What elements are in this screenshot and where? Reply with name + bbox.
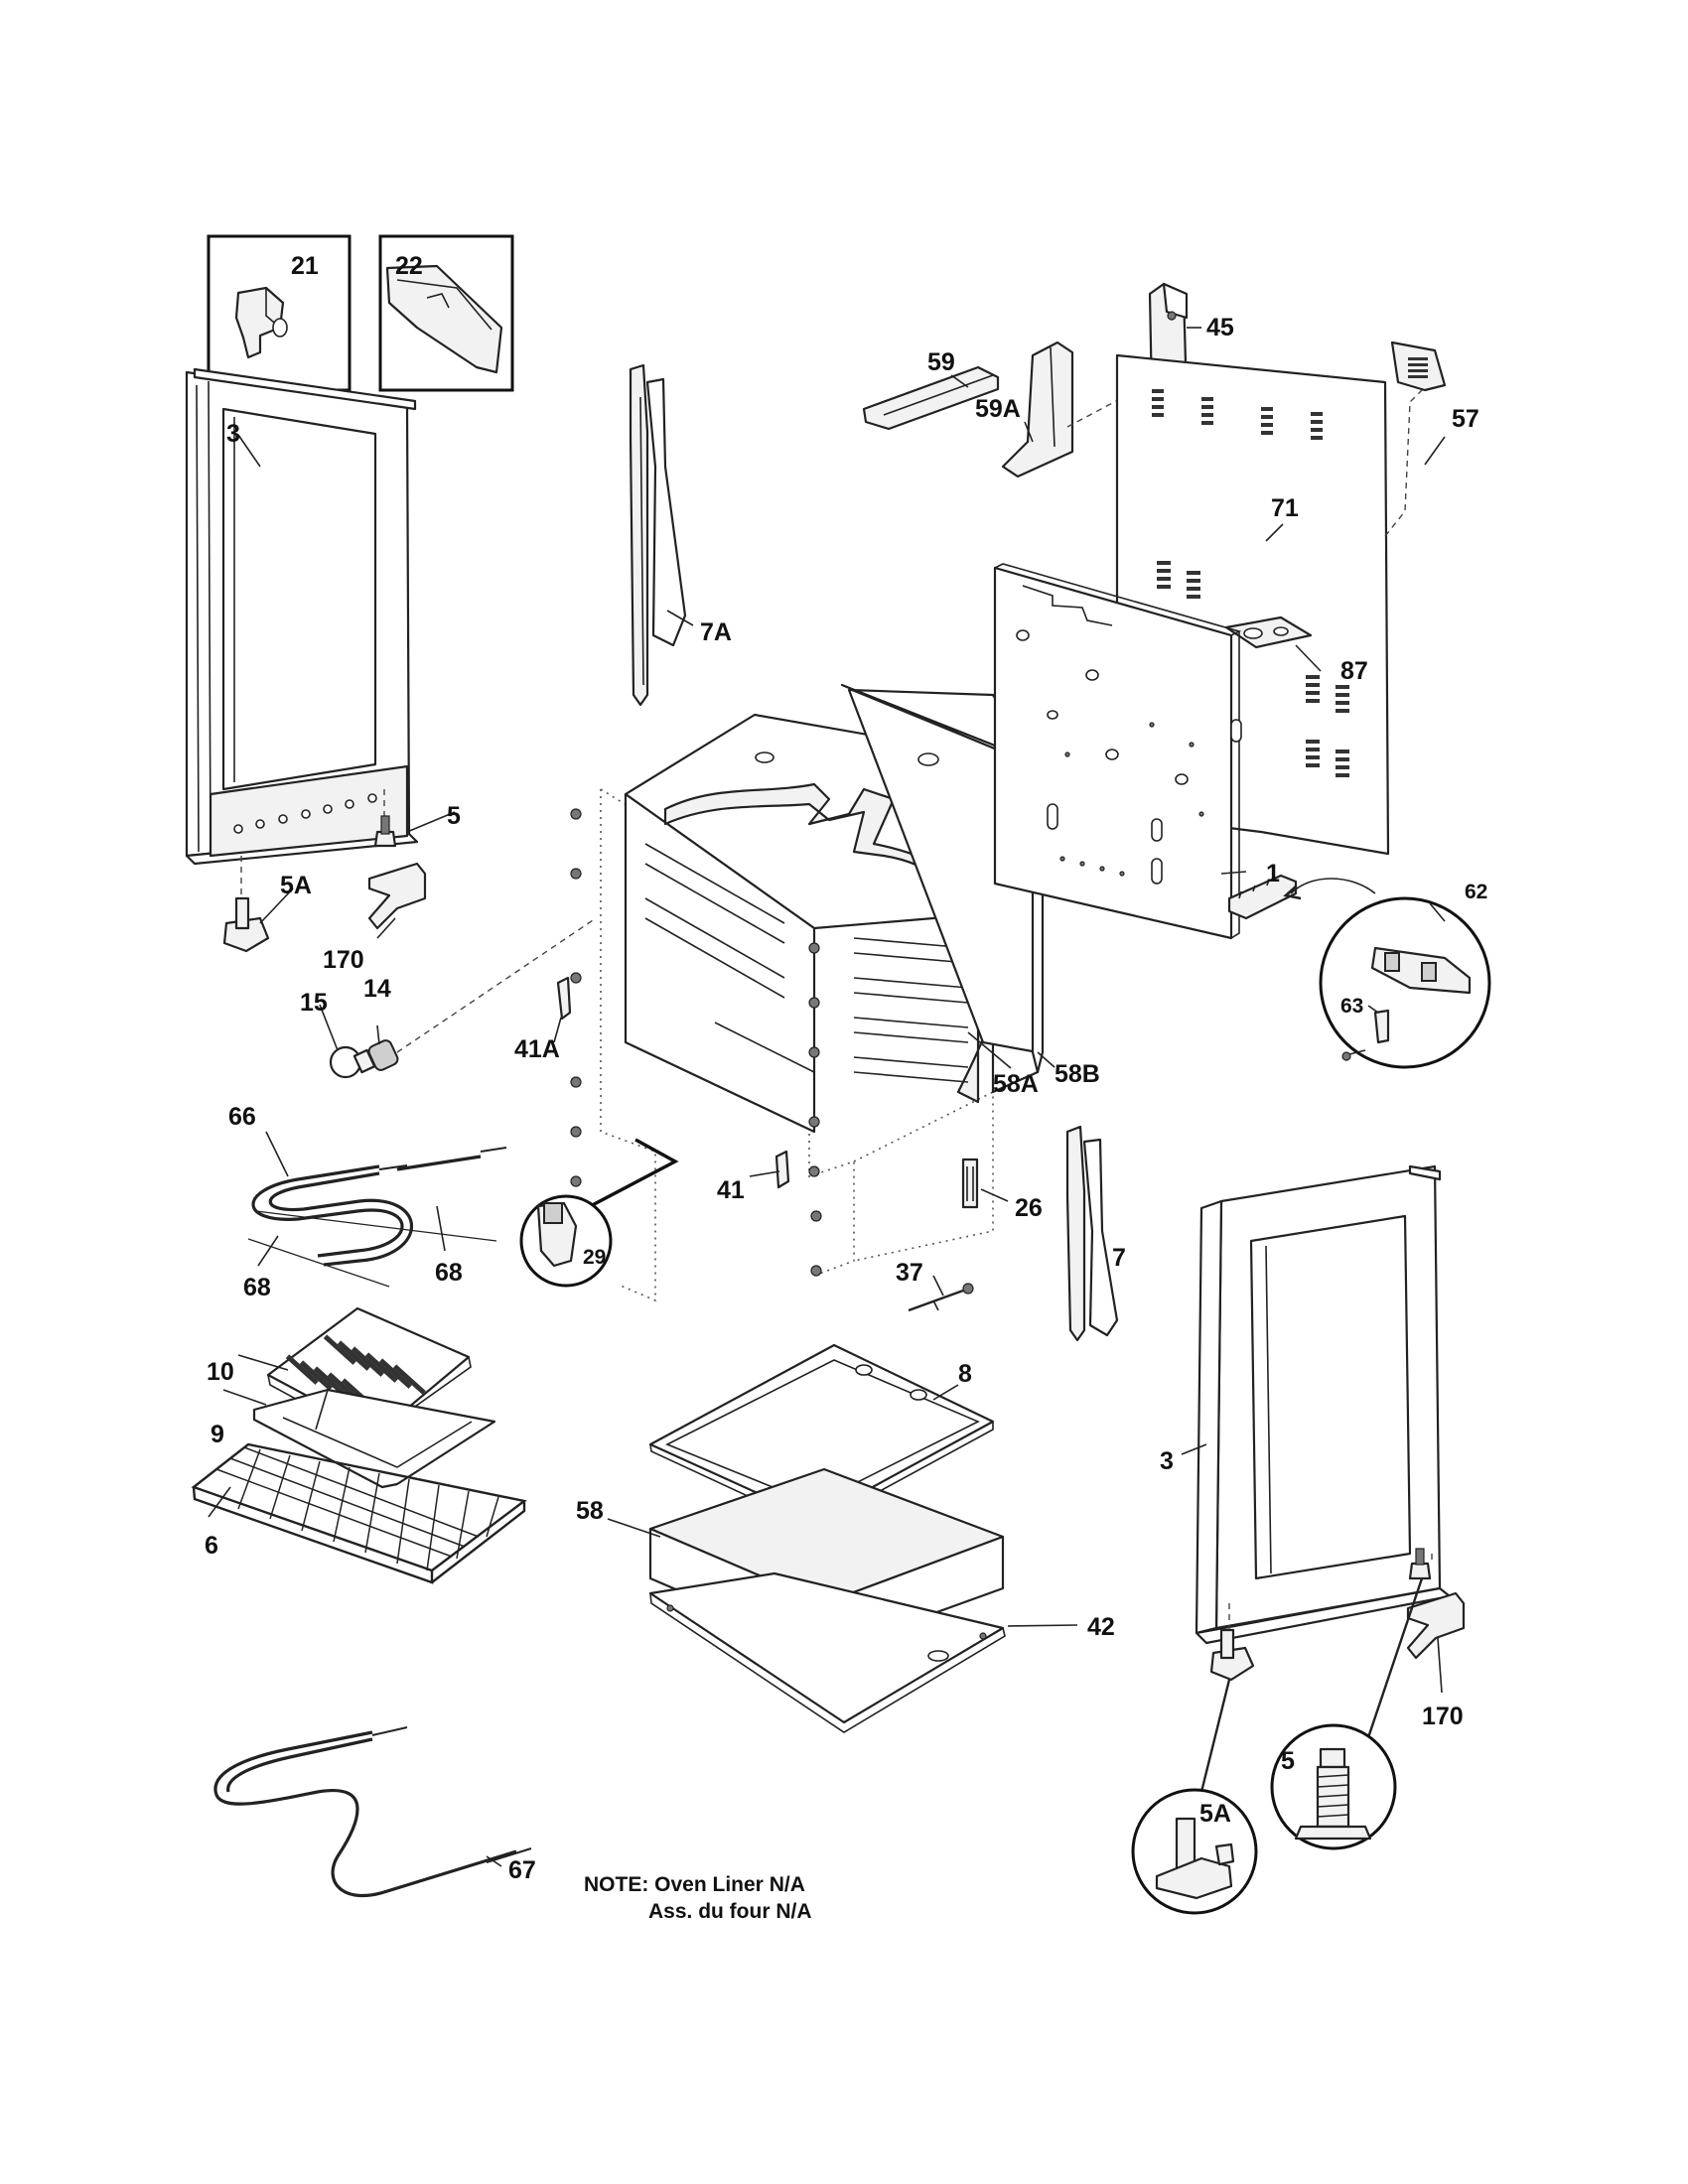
label-57: 57 xyxy=(1452,405,1479,433)
label-26: 26 xyxy=(1015,1194,1043,1222)
label-10: 10 xyxy=(207,1358,234,1386)
label-58A: 58A xyxy=(993,1070,1039,1098)
label-41: 41 xyxy=(717,1176,745,1204)
vent-cover-57 xyxy=(1390,341,1447,392)
leg-bracket-5A-left xyxy=(222,896,270,953)
leveler-left-5 xyxy=(373,815,397,848)
callout-labels: 21 22 3 5 5A 170 14 15 7A 41A 41 29 26 7… xyxy=(205,252,1487,1884)
broiler-pan-insert-10 xyxy=(266,1306,472,1446)
label-58B: 58B xyxy=(1055,1060,1100,1088)
label-41A: 41A xyxy=(514,1035,560,1063)
bake-element-67 xyxy=(213,1726,532,1898)
cavity-screws xyxy=(570,808,822,1277)
inset-box-22 xyxy=(378,234,514,392)
callout-circle-29 xyxy=(519,1194,613,1288)
label-87: 87 xyxy=(1340,657,1368,685)
leveler-right-5 xyxy=(1408,1548,1432,1580)
label-6: 6 xyxy=(205,1532,218,1560)
leg-bracket-5A-right xyxy=(1209,1628,1255,1682)
label-3-right: 3 xyxy=(1160,1447,1174,1475)
vent-duct-59 xyxy=(862,365,1000,431)
sensor-37 xyxy=(908,1283,974,1312)
label-170-left: 170 xyxy=(323,946,364,974)
label-68-left: 68 xyxy=(243,1274,271,1301)
label-67: 67 xyxy=(508,1856,536,1884)
label-59A: 59A xyxy=(975,395,1021,423)
bracket-170-right xyxy=(1406,1591,1466,1660)
callout-circle-5A xyxy=(1131,1788,1258,1915)
broiler-pan-9 xyxy=(252,1388,496,1489)
label-29: 29 xyxy=(583,1246,606,1269)
note-line-2: Ass. du four N/A xyxy=(648,1900,812,1923)
label-42: 42 xyxy=(1087,1613,1115,1641)
hinge-7 xyxy=(1065,1125,1119,1342)
oven-rack-6 xyxy=(191,1442,527,1584)
light-socket-14 xyxy=(367,1039,399,1071)
label-63: 63 xyxy=(1340,995,1363,1018)
label-7: 7 xyxy=(1112,1244,1126,1272)
label-7A: 7A xyxy=(700,618,732,646)
hinge-7A xyxy=(629,363,687,707)
note-block: NOTE: Oven Liner N/A Ass. du four N/A xyxy=(584,1873,812,1923)
label-15: 15 xyxy=(300,989,328,1017)
bracket-170-left xyxy=(367,862,427,930)
label-45: 45 xyxy=(1206,314,1234,341)
label-170-right: 170 xyxy=(1422,1703,1464,1730)
label-66: 66 xyxy=(228,1103,256,1131)
light-bulb-15 xyxy=(329,1045,376,1079)
label-9: 9 xyxy=(211,1421,224,1448)
label-71: 71 xyxy=(1271,494,1299,522)
label-68-right: 68 xyxy=(435,1259,463,1287)
label-58: 58 xyxy=(576,1497,604,1525)
terminal-block-62 xyxy=(1227,874,1298,920)
broil-element-66 xyxy=(251,1147,507,1267)
bracket-41A xyxy=(556,976,572,1021)
label-62: 62 xyxy=(1465,881,1487,903)
inset-box-21 xyxy=(207,234,352,392)
label-14: 14 xyxy=(363,975,391,1003)
label-5-left: 5 xyxy=(447,802,461,830)
label-3-left: 3 xyxy=(226,420,240,448)
oven-door-left xyxy=(185,367,419,866)
callout-circle-62 xyxy=(1319,896,1491,1069)
label-5A-left: 5A xyxy=(280,872,312,899)
back-panel-1 xyxy=(993,563,1242,940)
note-line-1: NOTE: Oven Liner N/A xyxy=(584,1873,805,1896)
oven-door-right xyxy=(1195,1164,1452,1645)
label-8: 8 xyxy=(958,1360,972,1388)
label-59: 59 xyxy=(927,348,955,376)
part-26 xyxy=(961,1158,979,1209)
vent-duct-59A xyxy=(1001,341,1074,478)
label-37: 37 xyxy=(896,1259,923,1287)
label-1: 1 xyxy=(1266,860,1280,887)
bracket-41 xyxy=(774,1150,790,1189)
callout-circle-5 xyxy=(1270,1723,1397,1850)
drawer-bottom-42 xyxy=(648,1571,1006,1733)
label-21: 21 xyxy=(291,252,319,280)
leader-lines xyxy=(208,327,1446,1867)
label-5-right: 5 xyxy=(1281,1747,1295,1775)
label-5A-right: 5A xyxy=(1199,1800,1231,1828)
label-22: 22 xyxy=(395,252,423,280)
